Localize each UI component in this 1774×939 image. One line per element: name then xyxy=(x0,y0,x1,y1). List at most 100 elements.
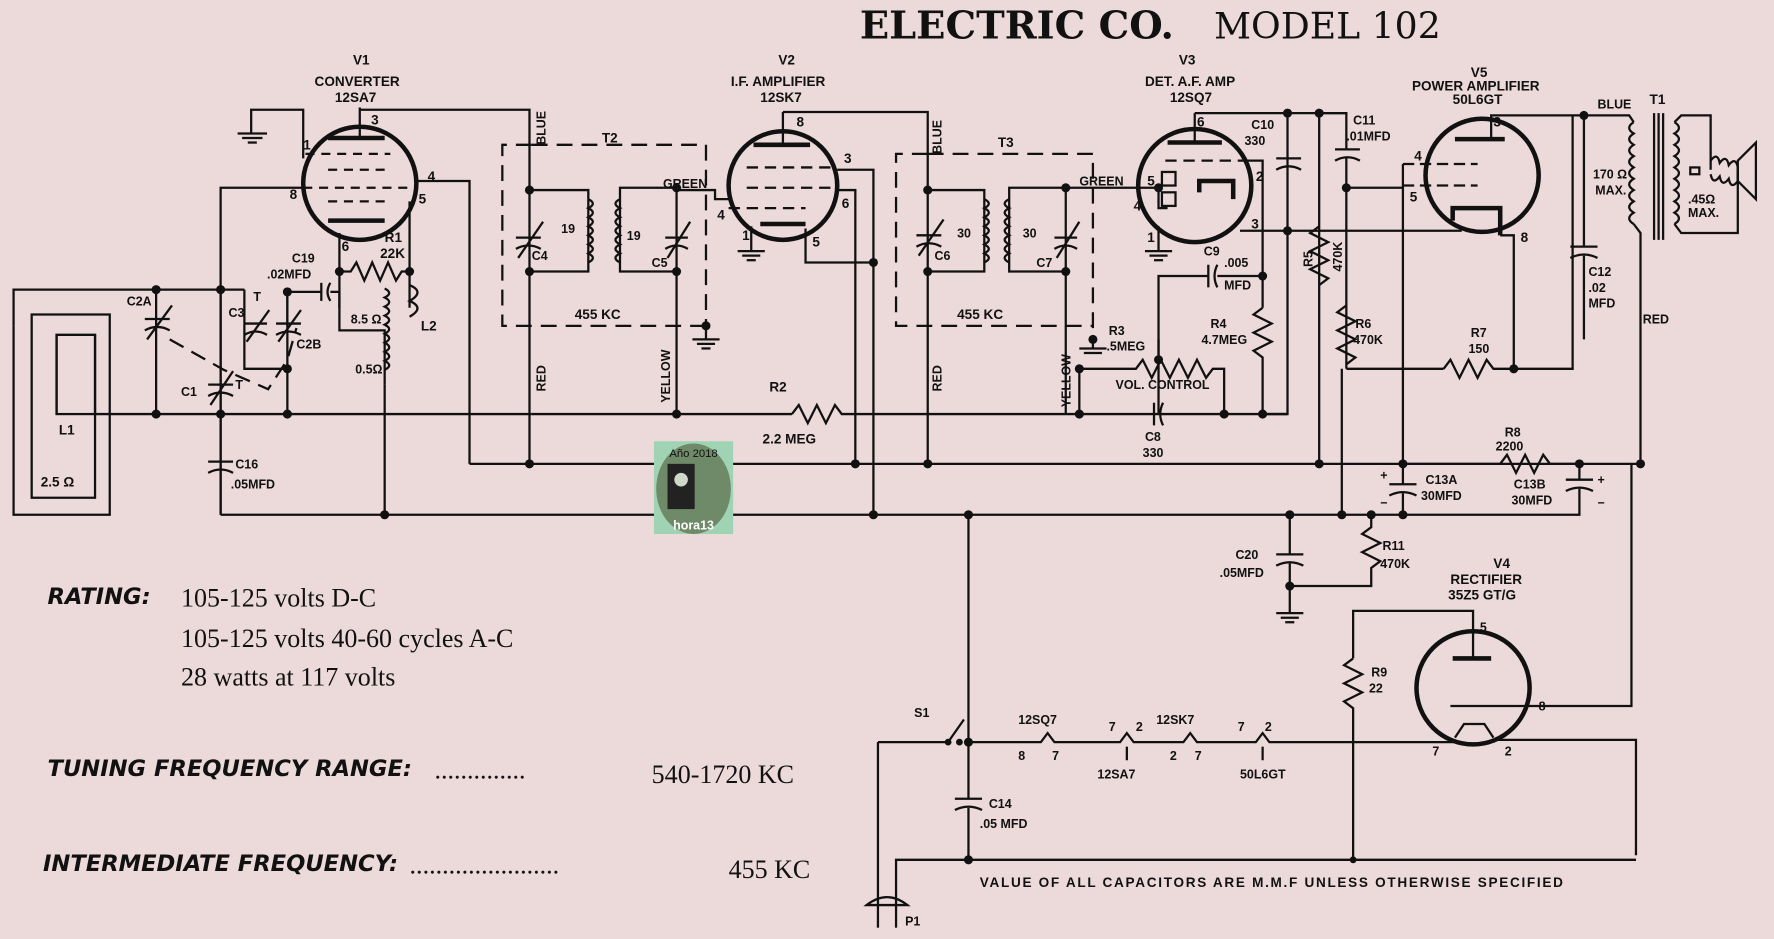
t2-blue: BLUE xyxy=(534,111,548,145)
c7-label: C7 xyxy=(1036,256,1052,270)
c16-value: .05MFD xyxy=(231,478,275,492)
c12-value: .02 xyxy=(1588,281,1605,295)
v1-pin-6: 6 xyxy=(342,239,350,254)
resistor-r5: R5 470K xyxy=(1301,225,1345,286)
t1-primary-note: MAX. xyxy=(1595,184,1626,198)
c12-unit: MFD xyxy=(1588,297,1615,311)
heater-12sa7: 12SA7 xyxy=(1097,767,1135,781)
loop-antenna-l1 xyxy=(55,333,97,416)
t3-red: RED xyxy=(930,365,944,391)
v2-pin-5: 5 xyxy=(812,235,820,250)
c19-ref: C19 xyxy=(292,251,315,265)
volume-control: VOL. CONTROL xyxy=(1079,339,1226,415)
c20-ref: C20 xyxy=(1235,548,1258,562)
l1-value: 2.5 Ω xyxy=(41,474,75,489)
l1-ref: L1 xyxy=(59,422,75,437)
v2-pin-1: 1 xyxy=(742,228,750,243)
v2-function: I.F. AMPLIFIER xyxy=(731,74,826,89)
t2-freq: 455 KC xyxy=(575,307,621,322)
if-transformer-t3: T3 455 KC 30 30 C6 C7 GREEN BLUE RED YEL… xyxy=(894,120,1124,407)
heater-12sa7-pin-a: 7 xyxy=(1109,720,1116,734)
tube-v2: V2 I.F. AMPLIFIER 12SK7 8 3 6 4 1 5 xyxy=(717,52,852,249)
r5-ref: R5 xyxy=(1301,251,1315,267)
v1-type: 12SA7 xyxy=(335,90,376,105)
v5-ref: V5 xyxy=(1471,65,1488,80)
tuning-range-value: 540-1720 KC xyxy=(652,760,794,789)
t1-primary: 170 Ω xyxy=(1593,168,1627,182)
v5-function: POWER AMPLIFIER xyxy=(1412,79,1540,94)
v3-pin-3: 3 xyxy=(1251,217,1259,232)
r4-value: 4.7MEG xyxy=(1202,333,1248,347)
heater-12sq7-pin-b: 7 xyxy=(1052,749,1059,763)
capacitor-c16: C16 .05MFD xyxy=(207,457,275,492)
s1-label: S1 xyxy=(914,706,929,720)
capacitor-c13b: + − C13B 30MFD xyxy=(1402,459,1605,516)
heater-12sa7-pin-b: 2 xyxy=(1136,720,1143,734)
if-leader: ....................... xyxy=(410,850,560,879)
c14-ref: C14 xyxy=(989,797,1012,811)
c8-value: 330 xyxy=(1143,446,1164,460)
v1-pin-4: 4 xyxy=(428,169,436,184)
rating-label: RATING: xyxy=(48,584,151,610)
watermark-year: Año 2018 xyxy=(669,448,717,460)
capacitor-c1: C1 T xyxy=(181,370,243,406)
heater-12sk7-pin-a: 2 xyxy=(1170,749,1177,763)
r3-value: .5MEG xyxy=(1106,340,1145,354)
heater-12sk7-pin-b: 7 xyxy=(1195,749,1202,763)
r9-value: 22 xyxy=(1369,681,1383,695)
capacitor-c2b: C2B xyxy=(275,309,321,351)
v3-pin-5: 5 xyxy=(1147,174,1155,189)
model-title: MODEL 102 xyxy=(1214,4,1441,47)
resistor-r8: R8 2200 xyxy=(1402,426,1580,476)
r5-value: 470K xyxy=(1331,242,1345,272)
power-plug-p1: P1 xyxy=(863,896,920,928)
v3-pin-2: 2 xyxy=(1256,169,1264,184)
t3-green: GREEN xyxy=(1079,175,1123,189)
heater-string: 12SQ7 8 7 7 2 12SA7 12SK7 2 7 7 2 50L6GT xyxy=(968,713,1455,781)
c20-value: .05MFD xyxy=(1220,566,1264,580)
resistor-r11: R11 470K xyxy=(1285,514,1410,591)
r11-ref: R11 xyxy=(1383,539,1405,553)
c12-ref: C12 xyxy=(1588,265,1611,279)
p1-label: P1 xyxy=(905,914,920,928)
c3-label: C3 xyxy=(229,306,245,320)
r1-ref: R1 xyxy=(385,230,403,245)
output-transformer-t1: BLUE T1 170 Ω MAX. .45Ω MAX. RED xyxy=(1583,92,1758,327)
tube-v5: V5 POWER AMPLIFIER 50L6GT 3 4 5 8 xyxy=(1402,65,1541,245)
rating-line-2: 105-125 volts 40-60 cycles A-C xyxy=(181,624,513,653)
t3-primary-ohm: 30 xyxy=(957,227,971,241)
heater-12sq7: 12SQ7 xyxy=(1018,713,1057,727)
c10-ref: C10 xyxy=(1251,118,1274,132)
r8-value: 2200 xyxy=(1496,439,1524,453)
r1-value: 22K xyxy=(380,246,405,261)
capacitor-c9: C9 .005 MFD xyxy=(1157,245,1268,415)
v2-type: 12SK7 xyxy=(760,90,801,105)
t1-secondary-note: MAX. xyxy=(1688,206,1719,220)
c19-value: .02MFD xyxy=(267,267,311,281)
v5-pin-3: 3 xyxy=(1493,115,1501,130)
c1-label: C1 xyxy=(181,385,197,399)
resistor-r9: R9 22 xyxy=(1341,657,1387,743)
t1-blue: BLUE xyxy=(1598,98,1632,112)
capacitor-c12: C12 .02 MFD xyxy=(1569,115,1615,340)
c13a-value: 30MFD xyxy=(1421,489,1462,503)
resistor-r2: R2 2.2 MEG xyxy=(763,379,1288,446)
r4-ref: R4 xyxy=(1211,317,1227,331)
capacitor-c13a: + − C13A 30MFD xyxy=(1380,463,1462,515)
v4-type: 35Z5 GT/G xyxy=(1448,588,1516,603)
v4-pin-7: 7 xyxy=(1432,745,1439,759)
capacitor-c3: C3 T xyxy=(229,290,271,343)
t1-red: RED xyxy=(1643,313,1669,327)
v2-pin-6: 6 xyxy=(842,196,850,211)
v4-function: RECTIFIER xyxy=(1450,572,1522,587)
capacitor-c19: C19 .02MFD xyxy=(267,251,332,302)
r11-value: 470K xyxy=(1380,557,1410,571)
v3-pin-4: 4 xyxy=(1134,198,1142,213)
r6-ref: R6 xyxy=(1355,317,1371,331)
v5-pin-4: 4 xyxy=(1414,149,1422,164)
capacitor-note: VALUE OF ALL CAPACITORS ARE M.M.F UNLESS… xyxy=(980,875,1565,890)
vol-control-label: VOL. CONTROL xyxy=(1116,378,1210,392)
capacitor-c2a: C2A xyxy=(127,294,173,341)
v3-pin-1: 1 xyxy=(1147,230,1155,245)
